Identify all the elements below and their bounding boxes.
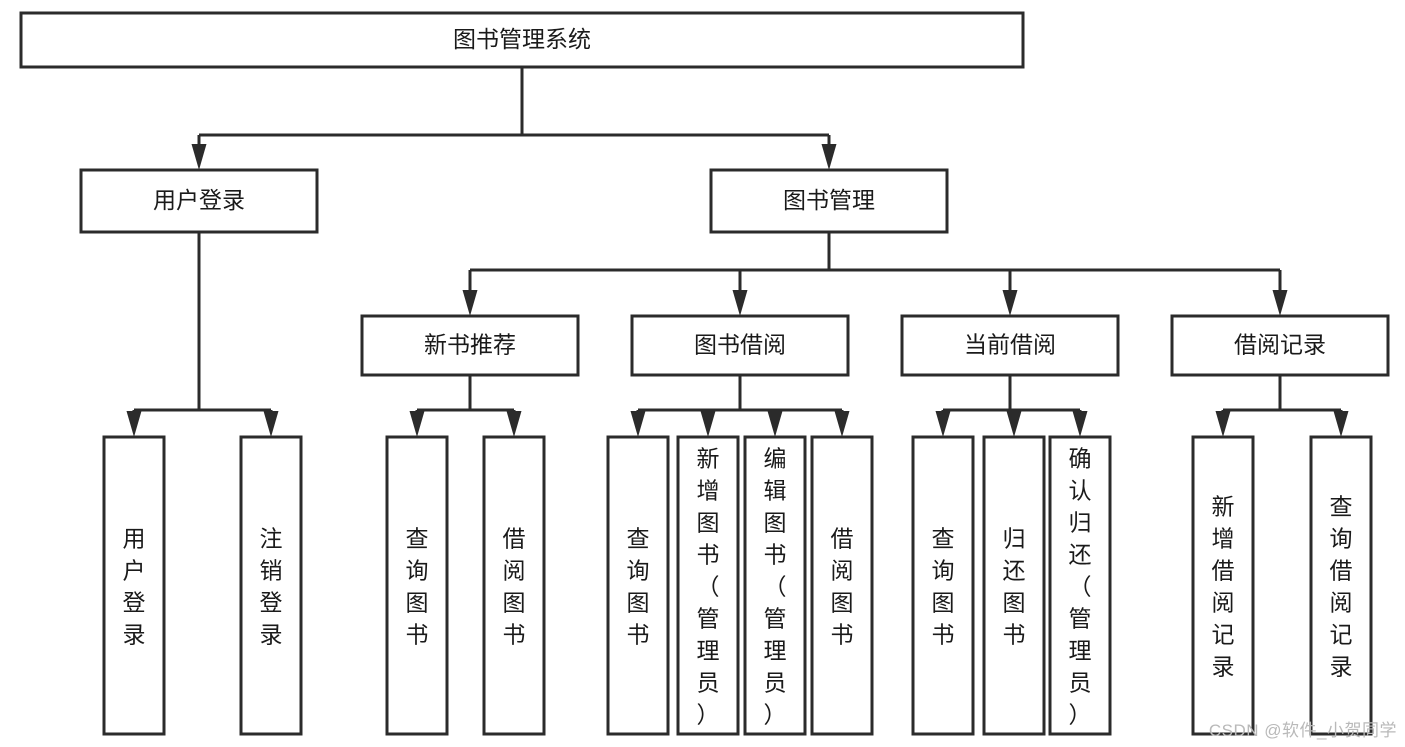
- node-leaf-user-login[interactable]: 用户登录: [102, 435, 166, 736]
- arrow-head-icon: [263, 411, 279, 437]
- node-box[interactable]: [1309, 435, 1373, 736]
- arrow-head-icon: [1215, 411, 1231, 437]
- node-box[interactable]: [239, 435, 303, 736]
- node-box[interactable]: [743, 435, 807, 736]
- node-box[interactable]: [606, 435, 670, 736]
- node-label: 新增借阅记录: [1212, 493, 1235, 679]
- node-leaf-edit-book[interactable]: 编辑图书（管理员）: [743, 435, 807, 736]
- csdn-watermark: CSDN @软件_小贺同学: [1208, 721, 1397, 740]
- connector-group-current_borrow: [935, 375, 1088, 437]
- node-box[interactable]: [1191, 435, 1255, 736]
- arrow-head-icon: [1006, 411, 1022, 437]
- node-box[interactable]: [900, 314, 1120, 377]
- node-box[interactable]: [810, 435, 874, 736]
- node-leaf-confirm-return[interactable]: 确认归还（管理员）: [1048, 435, 1112, 736]
- connector-group-root: [191, 67, 837, 170]
- node-box[interactable]: [982, 435, 1046, 736]
- arrow-head-icon: [834, 411, 850, 437]
- node-box[interactable]: [19, 11, 1025, 69]
- node-box[interactable]: [911, 435, 975, 736]
- node-label: 查询图书: [406, 525, 429, 647]
- node-leaf-add-book[interactable]: 新增图书（管理员）: [676, 435, 740, 736]
- node-current-borrow[interactable]: 当前借阅: [900, 314, 1120, 377]
- node-box[interactable]: [385, 435, 449, 736]
- node-label: 当前借阅: [964, 332, 1056, 358]
- node-label: 用户登录: [153, 187, 245, 213]
- node-label: 用户登录: [123, 525, 146, 647]
- node-box[interactable]: [1170, 314, 1390, 377]
- node-label: 查询图书: [932, 525, 955, 647]
- node-leaf-logout[interactable]: 注销登录: [239, 435, 303, 736]
- node-label: 借阅图书: [503, 525, 526, 647]
- node-leaf-query-book-3[interactable]: 查询图书: [911, 435, 975, 736]
- node-book-borrow[interactable]: 图书借阅: [630, 314, 850, 377]
- arrow-head-icon: [1272, 290, 1288, 316]
- node-label: 图书管理: [783, 187, 875, 213]
- node-book-manage[interactable]: 图书管理: [709, 168, 949, 234]
- arrow-head-icon: [1072, 411, 1088, 437]
- node-box[interactable]: [630, 314, 850, 377]
- arrow-head-icon: [191, 144, 207, 170]
- node-label: 注销登录: [260, 525, 283, 647]
- node-label: 图书借阅: [694, 332, 786, 358]
- connector-group-user_login: [126, 232, 279, 437]
- node-label: 图书管理系统: [453, 26, 591, 52]
- node-borrow-record[interactable]: 借阅记录: [1170, 314, 1390, 377]
- arrow-head-icon: [1002, 290, 1018, 316]
- node-leaf-query-book-2[interactable]: 查询图书: [606, 435, 670, 736]
- arrow-head-icon: [462, 290, 478, 316]
- connector-layer: [126, 67, 1349, 437]
- node-leaf-borrow-book-2[interactable]: 借阅图书: [810, 435, 874, 736]
- arrow-head-icon: [1333, 411, 1349, 437]
- node-root[interactable]: 图书管理系统: [19, 11, 1025, 69]
- arrow-head-icon: [700, 411, 716, 437]
- node-leaf-borrow-book-1[interactable]: 借阅图书: [482, 435, 546, 736]
- node-leaf-query-record[interactable]: 查询借阅记录: [1309, 435, 1373, 736]
- connector-group-borrow_record: [1215, 375, 1349, 437]
- node-box[interactable]: [1048, 435, 1112, 736]
- node-label: 借阅记录: [1234, 332, 1326, 358]
- node-label: 新增图书（管理员）: [697, 445, 720, 727]
- node-box[interactable]: [102, 435, 166, 736]
- arrow-head-icon: [126, 411, 142, 437]
- arrow-head-icon: [630, 411, 646, 437]
- node-box[interactable]: [709, 168, 949, 234]
- arrow-head-icon: [732, 290, 748, 316]
- node-label: 新书推荐: [424, 332, 516, 358]
- node-label: 借阅图书: [831, 525, 854, 647]
- node-label: 查询借阅记录: [1330, 493, 1353, 679]
- arrow-head-icon: [409, 411, 425, 437]
- node-box[interactable]: [482, 435, 546, 736]
- node-box[interactable]: [360, 314, 580, 377]
- connector-group-new_book_rec: [409, 375, 522, 437]
- arrow-head-icon: [767, 411, 783, 437]
- node-leaf-query-book-1[interactable]: 查询图书: [385, 435, 449, 736]
- connector-group-book_manage: [462, 232, 1288, 316]
- node-label: 编辑图书（管理员）: [764, 445, 787, 727]
- node-label: 查询图书: [627, 525, 650, 647]
- arrow-head-icon: [821, 144, 837, 170]
- node-box[interactable]: [79, 168, 319, 234]
- node-leaf-add-record[interactable]: 新增借阅记录: [1191, 435, 1255, 736]
- arrow-head-icon: [506, 411, 522, 437]
- node-box[interactable]: [676, 435, 740, 736]
- node-user-login[interactable]: 用户登录: [79, 168, 319, 234]
- node-label: 归还图书: [1003, 525, 1026, 647]
- arrow-head-icon: [935, 411, 951, 437]
- node-layer: 图书管理系统用户登录图书管理新书推荐图书借阅当前借阅借阅记录用户登录注销登录查询…: [19, 11, 1390, 736]
- node-new-book-rec[interactable]: 新书推荐: [360, 314, 580, 377]
- node-label: 确认归还（管理员）: [1069, 445, 1092, 727]
- connector-group-book_borrow: [630, 375, 850, 437]
- node-leaf-return-book[interactable]: 归还图书: [982, 435, 1046, 736]
